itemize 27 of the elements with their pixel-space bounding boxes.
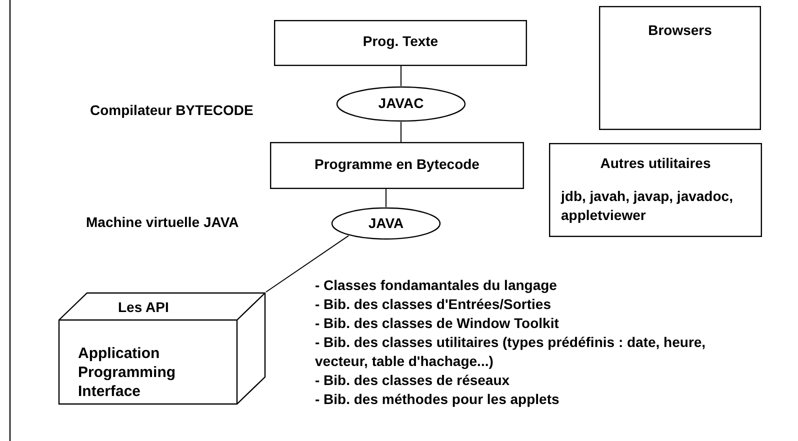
box-label: Programme en Bytecode — [314, 156, 480, 172]
browsers-box — [599, 6, 761, 130]
process-box — [274, 20, 527, 66]
tool-ellipse — [336, 86, 466, 122]
tool-label: JAVA — [367, 215, 405, 231]
connector-line — [400, 122, 402, 142]
utilities-box — [549, 143, 762, 237]
tool-label: JAVAC — [377, 95, 425, 111]
box-heading: Les API — [118, 298, 170, 317]
connector-line — [266, 235, 350, 292]
process-box — [270, 142, 524, 189]
box-body: jdb, javah, javap, javadoc, appletviewer — [561, 187, 734, 225]
list-item: - Bib. des classes utilitaires (types prédéfinis : date, heure, vecteur, table d'hachage...) — [315, 333, 707, 371]
list-item: - Bib. des méthodes pour les applets — [315, 390, 560, 409]
annotation-label: Machine virtuelle JAVA — [86, 214, 239, 230]
box-heading: Autres utilitaires — [599, 155, 712, 171]
list-item: - Bib. des classes de Window Toolkit — [315, 314, 560, 333]
box-label: Prog. Texte — [362, 33, 440, 49]
tool-ellipse — [331, 207, 441, 240]
annotation-label: Compilateur BYTECODE — [90, 102, 254, 118]
list-item: - Classes fondamantales du langage — [315, 276, 558, 295]
list-item: - Bib. des classes d'Entrées/Sorties — [315, 295, 552, 314]
box-body: Application Programming Interface — [78, 344, 177, 401]
box-heading: Browsers — [647, 22, 713, 38]
connector-line — [400, 66, 402, 86]
api-cube — [58, 292, 266, 405]
list-item: - Bib. des classes de réseaux — [315, 371, 511, 390]
